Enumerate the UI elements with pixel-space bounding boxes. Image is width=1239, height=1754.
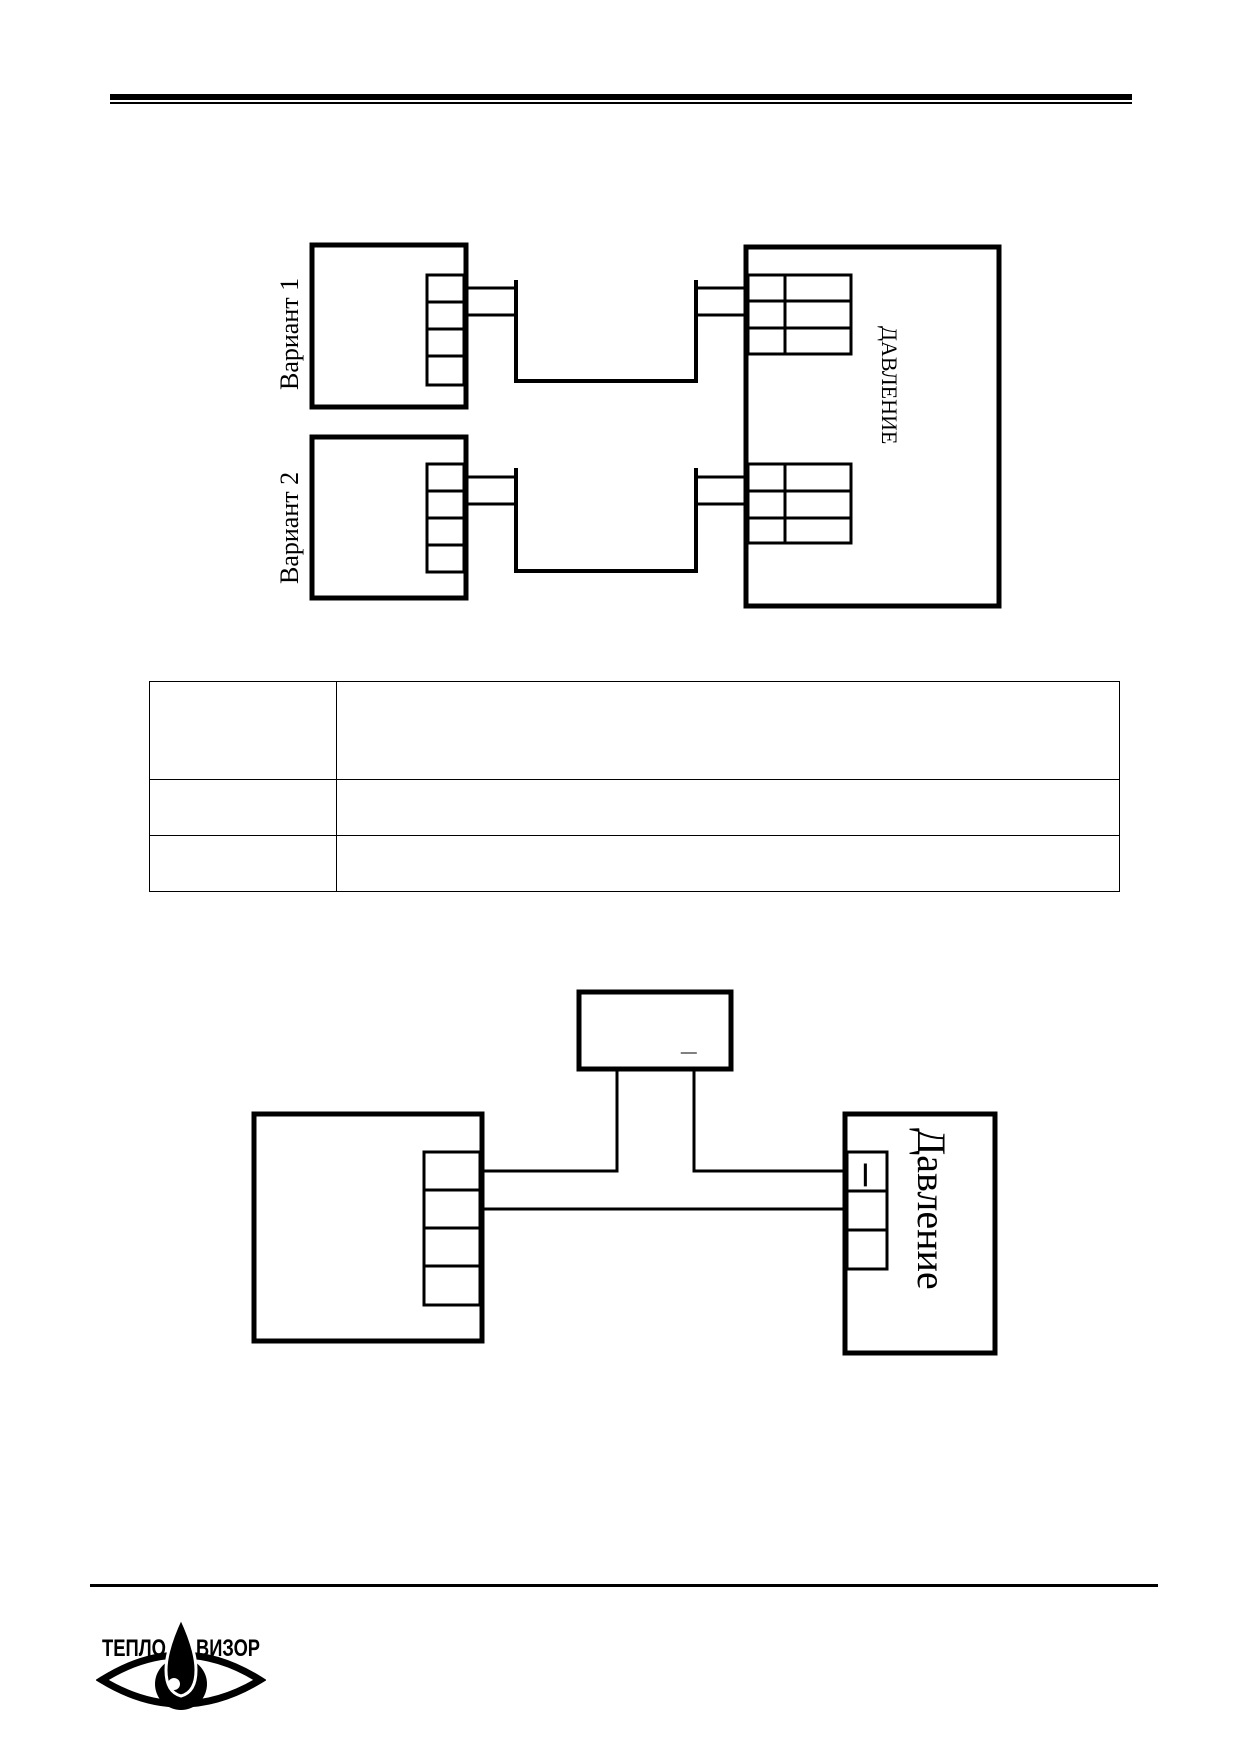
power-supply-minus: _: [680, 1025, 697, 1056]
controller-terminal-block: [422, 1150, 482, 1307]
pressure-label: ДАВЛЕНИЕ: [877, 326, 902, 444]
wiring-diagram-1: Вариант 1 Вариант 2 ДАВЛЕНИЕ: [275, 242, 1002, 609]
teplovizor-logo: ТЕПЛО ВИЗОР: [96, 1614, 266, 1710]
logo-text-left: ТЕПЛО: [102, 1635, 166, 1662]
logo-text-right: ВИЗОР: [196, 1635, 260, 1662]
variant2-wiring: [464, 468, 748, 573]
variant1-label: Вариант 1: [275, 278, 304, 390]
variant1-terminal-block: [425, 273, 466, 387]
variant2-device-box: [309, 434, 469, 601]
variant2-terminal-block: [425, 462, 466, 574]
table-cell: [336, 681, 1120, 780]
flame-drop-icon: [164, 1614, 198, 1698]
power-supply-box: [576, 989, 734, 1072]
table-cell: [149, 681, 337, 780]
controller-box: [251, 1111, 485, 1344]
variant2-label: Вариант 2: [275, 472, 304, 584]
eye-outline-icon: [96, 1651, 266, 1708]
variant1-device-box: [309, 242, 469, 410]
empty-table: [149, 681, 1120, 892]
variant1-wiring: [464, 280, 748, 383]
footer-rule: [90, 1584, 1158, 1587]
table-cell: [336, 835, 1120, 892]
pressure-sensor-box: [743, 244, 1002, 609]
diagram2-wiring: [480, 1069, 847, 1211]
pressure-label-2: Давление: [909, 1128, 954, 1290]
table-cell: [336, 779, 1120, 836]
pressure-sensor-box-2: [842, 1111, 998, 1356]
wiring-diagram-2: _ | Давление: [251, 989, 998, 1356]
header-rule: [110, 94, 1132, 104]
pressure-terminal-marker: |: [862, 1160, 869, 1187]
table-cell: [149, 835, 337, 892]
